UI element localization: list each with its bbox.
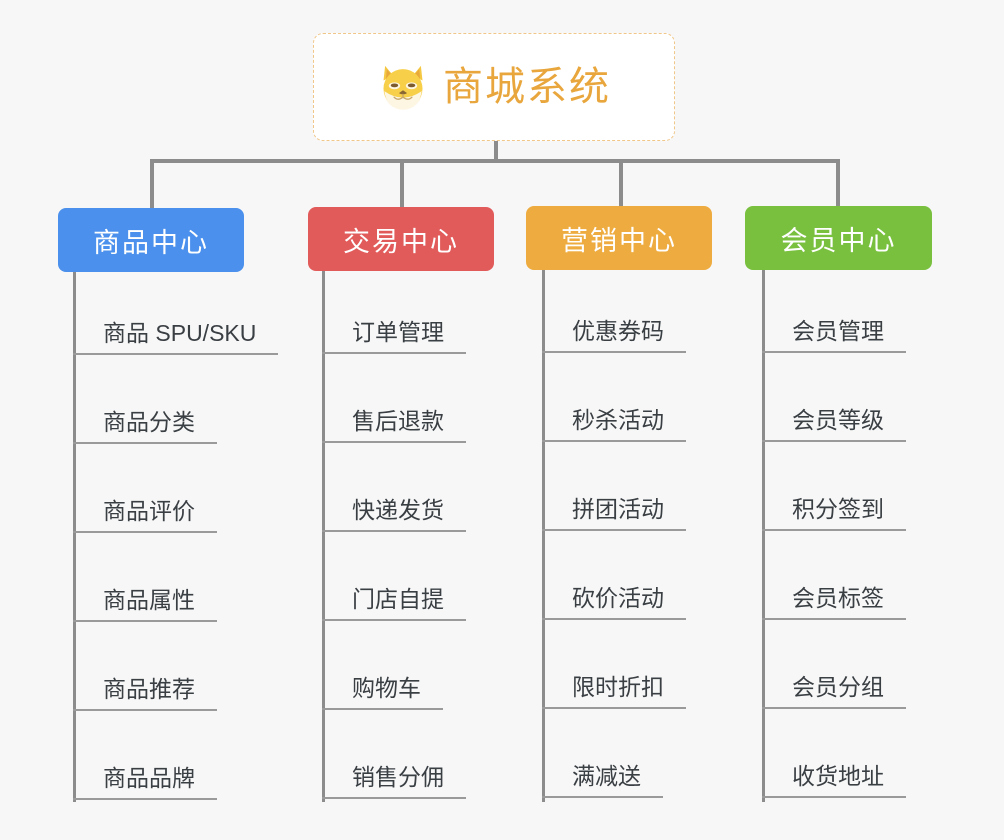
leaf-underline: 售后退款 [322,410,466,443]
leaf-underline: 会员标签 [762,587,906,620]
leaf-underline: 会员管理 [762,320,906,353]
leaf-label: 销售分佣 [352,764,444,790]
leaf-label: 限时折扣 [572,674,664,700]
connector-drop-product-center [150,159,154,209]
root-node[interactable]: 商城系统 [313,33,675,141]
leaf-underline: 商品评价 [73,500,217,533]
column-spine-member-center [762,270,765,802]
leaf-label: 砍价活动 [572,585,664,611]
category-header-trade-center[interactable]: 交易中心 [308,207,494,271]
category-title: 商品中心 [93,227,209,258]
connector-drop-marketing-center [619,159,623,207]
category-title: 交易中心 [343,226,459,257]
leaf-label: 售后退款 [352,408,444,434]
leaf-underline: 商品 SPU/SKU [73,320,279,355]
leaf-label: 快递发货 [352,497,444,523]
category-header-product-center[interactable]: 商品中心 [58,208,244,272]
category-header-member-center[interactable]: 会员中心 [745,206,932,270]
leaf-underline: 优惠券码 [542,320,686,353]
leaf-underline: 积分签到 [762,498,906,531]
column-spine-marketing-center [542,270,545,802]
category-header-marketing-center[interactable]: 营销中心 [526,206,712,270]
leaf-label: 订单管理 [352,319,444,345]
leaf-label: 秒杀活动 [572,407,664,433]
leaf-underline: 商品属性 [73,589,217,622]
leaf-label: 收货地址 [792,763,884,789]
leaf-underline: 秒杀活动 [542,409,686,442]
connector-drop-member-center [836,159,840,207]
leaf-label: 拼团活动 [572,496,664,522]
leaf-label: 商品品牌 [103,765,195,791]
leaf-underline: 商品品牌 [73,767,217,800]
column-spine-product-center [73,272,76,802]
leaf-underline: 订单管理 [322,321,466,354]
leaf-label: 商品属性 [103,587,195,613]
connector-drop-trade-center [400,159,404,209]
category-title: 会员中心 [780,225,897,256]
leaf-underline: 快递发货 [322,499,466,532]
leaf-underline: 收货地址 [762,765,906,798]
leaf-label: 商品 SPU/SKU [103,320,257,346]
leaf-underline: 商品推荐 [73,678,217,711]
leaf-label: 满减送 [572,763,641,789]
leaf-underline: 拼团活动 [542,498,686,531]
leaf-underline: 销售分佣 [322,766,466,799]
category-title: 营销中心 [561,225,677,256]
leaf-label: 购物车 [352,675,421,701]
leaf-underline: 满减送 [542,765,663,798]
leaf-underline: 会员等级 [762,409,906,442]
leaf-label: 门店自提 [352,586,444,612]
connector-root-stem [494,141,498,163]
leaf-underline: 限时折扣 [542,676,686,709]
leaf-underline: 砍价活动 [542,587,686,620]
leaf-underline: 门店自提 [322,588,466,621]
leaf-label: 商品分类 [103,409,195,435]
leaf-label: 商品推荐 [103,676,195,702]
leaf-label: 会员标签 [792,585,884,611]
leaf-label: 会员分组 [792,674,884,700]
column-spine-trade-center [322,271,325,802]
connector-horizontal-bus [150,159,840,163]
leaf-label: 商品评价 [103,498,195,524]
leaf-label: 会员等级 [792,407,884,433]
leaf-label: 积分签到 [792,496,884,522]
leaf-underline: 购物车 [322,677,443,710]
root-title: 商城系统 [443,65,611,109]
leaf-underline: 商品分类 [73,411,217,444]
leaf-underline: 会员分组 [762,676,906,709]
shiba-inu-dog-face-icon [383,65,423,110]
leaf-label: 会员管理 [792,318,884,344]
leaf-label: 优惠券码 [572,318,664,344]
